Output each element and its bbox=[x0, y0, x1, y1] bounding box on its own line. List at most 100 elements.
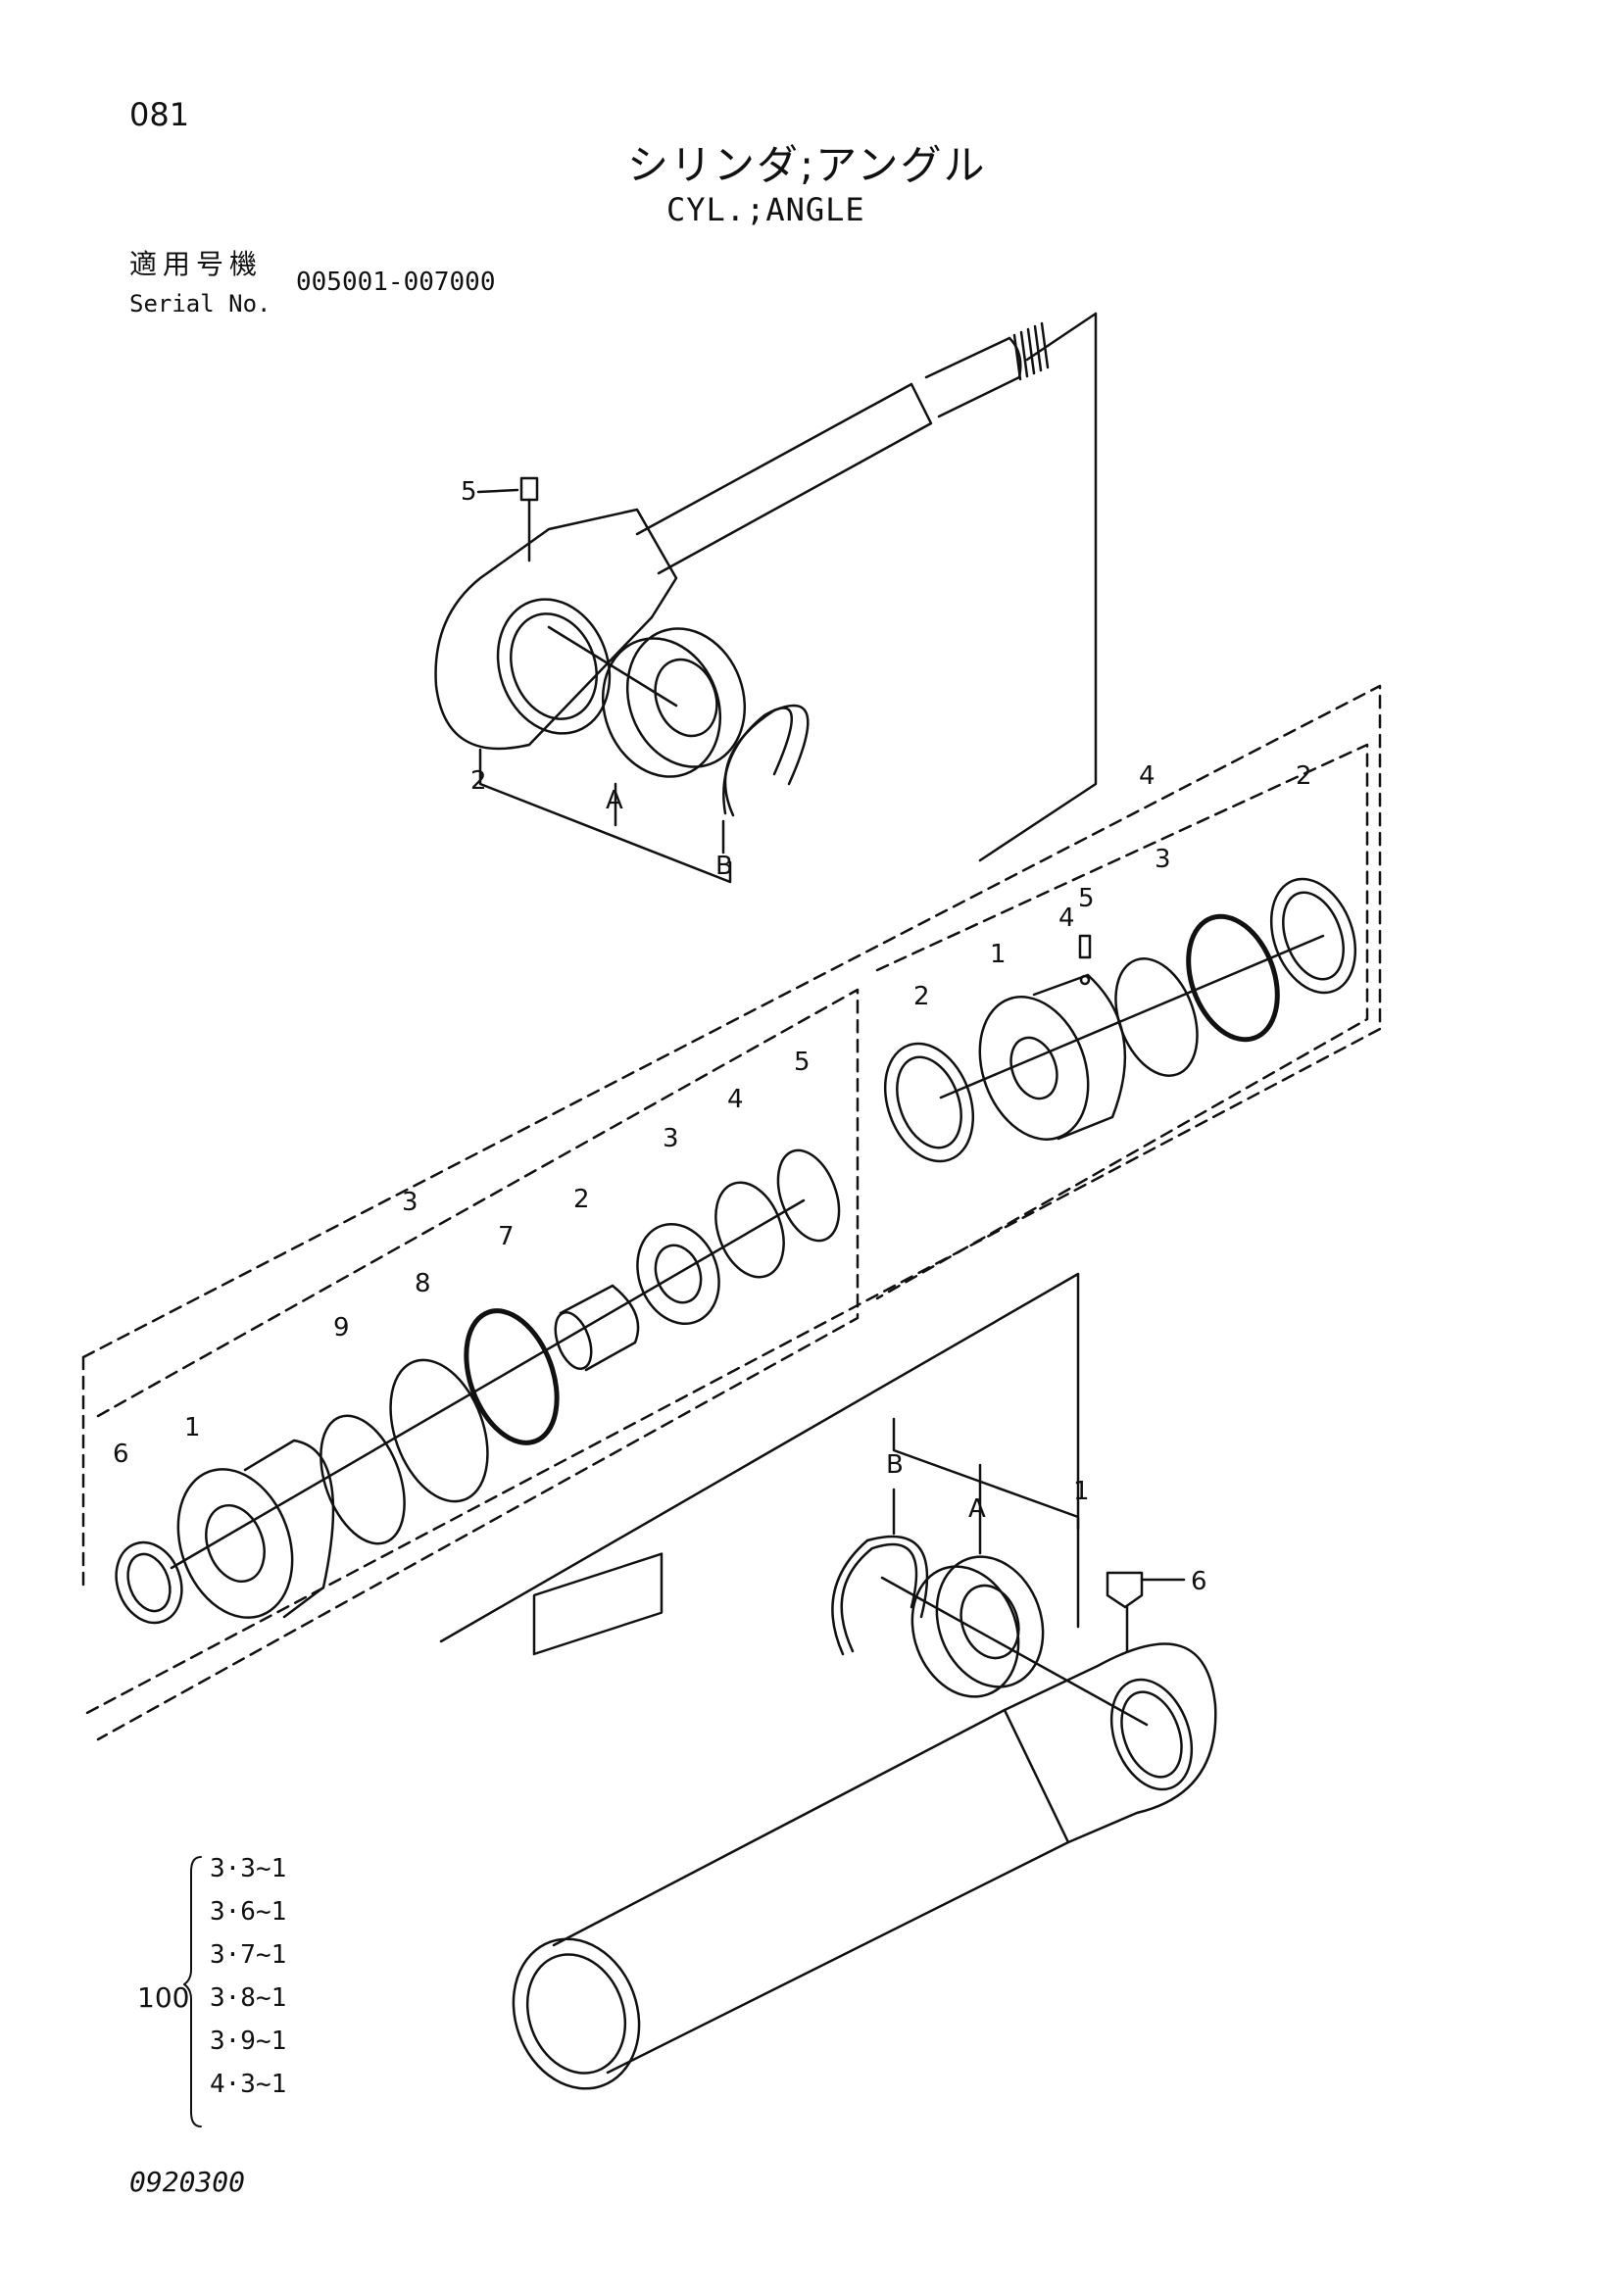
kit4-setscrew-5 bbox=[1078, 934, 1092, 959]
rod-eye bbox=[434, 508, 678, 751]
tube-bracket-block bbox=[532, 1552, 664, 1656]
kit3-dust-seal-6-inner bbox=[126, 1552, 172, 1613]
kit3-frame bbox=[96, 988, 860, 1741]
kit3-bushing-2 bbox=[559, 1284, 640, 1372]
rod-eye-bore-inner bbox=[510, 612, 598, 720]
serial-label-en: Serial No. bbox=[129, 290, 271, 318]
grease-fitting-5 bbox=[519, 476, 539, 502]
seal-kit-frames bbox=[81, 684, 1382, 1741]
bushing-a-tube bbox=[910, 1565, 1020, 1698]
callout-kit4-2b: 2 bbox=[1296, 761, 1312, 791]
kit4-piston-1-body bbox=[1032, 973, 1127, 1141]
reference-item: 3·3~1 bbox=[210, 1854, 287, 1883]
callout-kit4-5: 5 bbox=[1078, 884, 1095, 913]
bushing-a-tube-face bbox=[935, 1555, 1045, 1688]
callout-rod-2: 2 bbox=[470, 766, 487, 796]
bushing-a-rod-bore bbox=[654, 658, 718, 738]
kit3-gland-1-bore bbox=[205, 1503, 266, 1584]
callout-kit3-4: 4 bbox=[727, 1085, 744, 1114]
kit3-seal-3 bbox=[636, 1223, 720, 1325]
kit3-ring-4 bbox=[714, 1181, 785, 1279]
kit4-ball-4 bbox=[1079, 974, 1091, 986]
kit4-frame bbox=[875, 743, 1369, 1300]
callout-kit4-4: 4 bbox=[1058, 904, 1075, 933]
kit3-ring-8 bbox=[389, 1358, 489, 1503]
snap-ring-b-tube bbox=[840, 1542, 918, 1653]
callout-tube-6: 6 bbox=[1191, 1567, 1207, 1596]
kit4-seal-3a bbox=[1114, 957, 1199, 1077]
callout-labels: 5 2 A B 3 1 2 3 4 5 6 7 8 9 4 1 2 2 3 4 … bbox=[113, 477, 1312, 1596]
kit4-wear-ring-2b bbox=[1269, 877, 1357, 995]
reference-brace bbox=[183, 1856, 202, 2127]
kit4-wear-ring-2 bbox=[883, 1042, 975, 1163]
callout-tube-b: B bbox=[886, 1450, 904, 1480]
kit4-piston-1-bore bbox=[1009, 1036, 1058, 1100]
callout-kit4-2a: 2 bbox=[913, 982, 930, 1011]
callout-kit4: 4 bbox=[1139, 761, 1156, 791]
serial-label-jp: 適用号機 bbox=[129, 248, 264, 280]
callout-kit3-5: 5 bbox=[794, 1048, 811, 1077]
tube-eye-bore-inner bbox=[1120, 1690, 1183, 1779]
rod-bracket bbox=[478, 748, 732, 884]
callout-kit3-1: 1 bbox=[184, 1413, 201, 1442]
axis-line bbox=[547, 625, 678, 708]
tube-axis-line bbox=[880, 1576, 1149, 1727]
rod-assembly bbox=[434, 312, 1098, 884]
page-title-en: CYL.;ANGLE bbox=[666, 191, 865, 228]
kit3-gland-1 bbox=[176, 1468, 294, 1619]
callout-kit3-6: 6 bbox=[113, 1440, 129, 1469]
page-number: 081 bbox=[129, 96, 190, 133]
callout-kit4-1: 1 bbox=[990, 940, 1007, 969]
callout-kit3-8: 8 bbox=[415, 1269, 431, 1298]
cylinder-tube bbox=[552, 1708, 1070, 2075]
callout-rod-a: A bbox=[606, 786, 623, 815]
reference-item: 3·6~1 bbox=[210, 1897, 287, 1927]
reference-item: 4·3~1 bbox=[210, 2070, 287, 2099]
tube-end-thread bbox=[525, 1953, 627, 2075]
kit-outer-frame bbox=[81, 684, 1382, 1717]
rod-frame bbox=[978, 312, 1098, 862]
callout-kit3-3: 3 bbox=[663, 1124, 679, 1153]
kit3-parts bbox=[115, 1148, 841, 1625]
grease-fitting-6 bbox=[1106, 1571, 1144, 1609]
tube-end bbox=[512, 1937, 641, 2090]
page-title-jp: シリンダ;アングル bbox=[627, 141, 987, 189]
callout-kit3-7: 7 bbox=[498, 1222, 515, 1251]
tube-eye-bore bbox=[1109, 1678, 1194, 1791]
kit4-wear-ring-2b-inner bbox=[1282, 891, 1345, 981]
reference-item: 3·9~1 bbox=[210, 2027, 287, 2056]
bushing-a-rod-face bbox=[625, 627, 747, 768]
rod-thread bbox=[1008, 321, 1050, 381]
kit3-snap-ring-5 bbox=[776, 1148, 841, 1243]
kit3-axis-line bbox=[170, 1198, 806, 1570]
rod-eye-bore bbox=[496, 598, 612, 735]
callout-kit4-3: 3 bbox=[1155, 845, 1171, 874]
tube-assembly bbox=[439, 1272, 1217, 2090]
kit4-seal-3b bbox=[1186, 913, 1280, 1043]
kit3-oring-7 bbox=[464, 1308, 560, 1445]
kit4-axis-line bbox=[939, 934, 1325, 1099]
tube-bracket bbox=[892, 1417, 1080, 1531]
callout-kit3-9: 9 bbox=[333, 1313, 350, 1343]
kit3-seal-3-inner bbox=[654, 1244, 703, 1304]
kit4-parts bbox=[883, 877, 1357, 1163]
reference-item: 3·8~1 bbox=[210, 1983, 287, 2013]
callout-kit3-2: 2 bbox=[573, 1185, 590, 1214]
kit3-dust-seal-6 bbox=[115, 1540, 183, 1625]
tube-eye bbox=[1003, 1642, 1217, 1844]
callout-rod-5: 5 bbox=[461, 477, 477, 507]
leader-5-rod bbox=[476, 488, 519, 494]
snap-ring-b-tube-outer bbox=[831, 1535, 929, 1656]
serial-range: 005001-007000 bbox=[296, 268, 496, 297]
bushing-a-tube-bore bbox=[959, 1584, 1020, 1660]
reference-group-number: 100 bbox=[137, 1981, 190, 2014]
piston-rod bbox=[635, 336, 1022, 575]
kit3-oring-9 bbox=[320, 1414, 406, 1545]
kit3-bushing-2-end bbox=[554, 1311, 593, 1370]
tube-frame bbox=[439, 1272, 1080, 1643]
callout-rod-b: B bbox=[715, 852, 733, 881]
kit4-wear-ring-2-inner bbox=[896, 1055, 962, 1149]
reference-item: 3·7~1 bbox=[210, 1940, 287, 1970]
kit3-gland-1-body bbox=[243, 1439, 335, 1619]
